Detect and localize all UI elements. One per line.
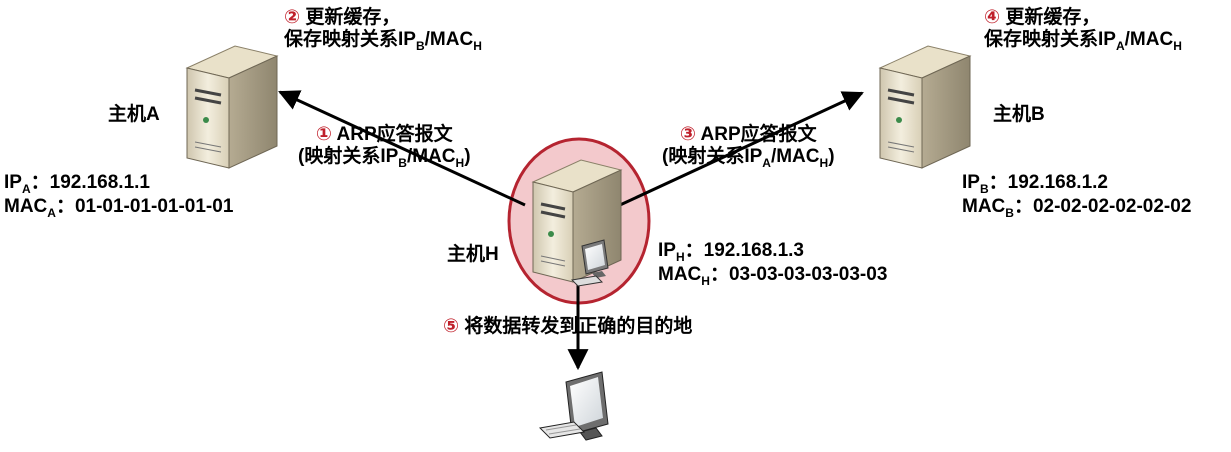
host-b-mac: MACB：02-02-02-02-02-02 (962, 196, 1192, 220)
workstation-h-icon (570, 239, 609, 287)
step3-number: ③ (679, 124, 696, 145)
host-b-name: 主机B (993, 104, 1045, 125)
host-h-name: 主机H (447, 244, 499, 265)
step1-label: ① ARP应答报文 (映射关系IPB/MACH) (298, 124, 471, 170)
server-h-icon (531, 159, 623, 283)
step5-number: ⑤ (443, 316, 460, 337)
arrow-h-to-a (278, 90, 526, 207)
host-a-mac: MACA：01-01-01-01-01-01 (4, 196, 234, 220)
server-b-icon (878, 45, 972, 169)
step4-number: ④ (984, 7, 1001, 28)
step5-label: ⑤ 将数据转发到正确的目的地 (443, 316, 693, 337)
step1-number: ① (315, 124, 332, 145)
step3-label: ③ ARP应答报文 (映射关系IPA/MACH) (662, 124, 835, 170)
host-b-ip: IPB：192.168.1.2 (962, 172, 1108, 196)
host-h-ip: IPH：192.168.1.3 (658, 240, 804, 264)
step2-number: ② (284, 7, 301, 28)
host-a-ip: IPA：192.168.1.1 (4, 172, 150, 196)
host-h-mac: MACH：03-03-03-03-03-03 (658, 264, 888, 288)
destination-computer-icon (538, 371, 609, 441)
host-a-name: 主机A (108, 104, 160, 125)
step2-label: ② 更新缓存， 保存映射关系IPB/MACH (284, 7, 482, 53)
step4-label: ④ 更新缓存， 保存映射关系IPA/MACH (984, 7, 1182, 53)
arrow-h-to-b (619, 91, 864, 207)
server-a-icon (185, 45, 279, 169)
